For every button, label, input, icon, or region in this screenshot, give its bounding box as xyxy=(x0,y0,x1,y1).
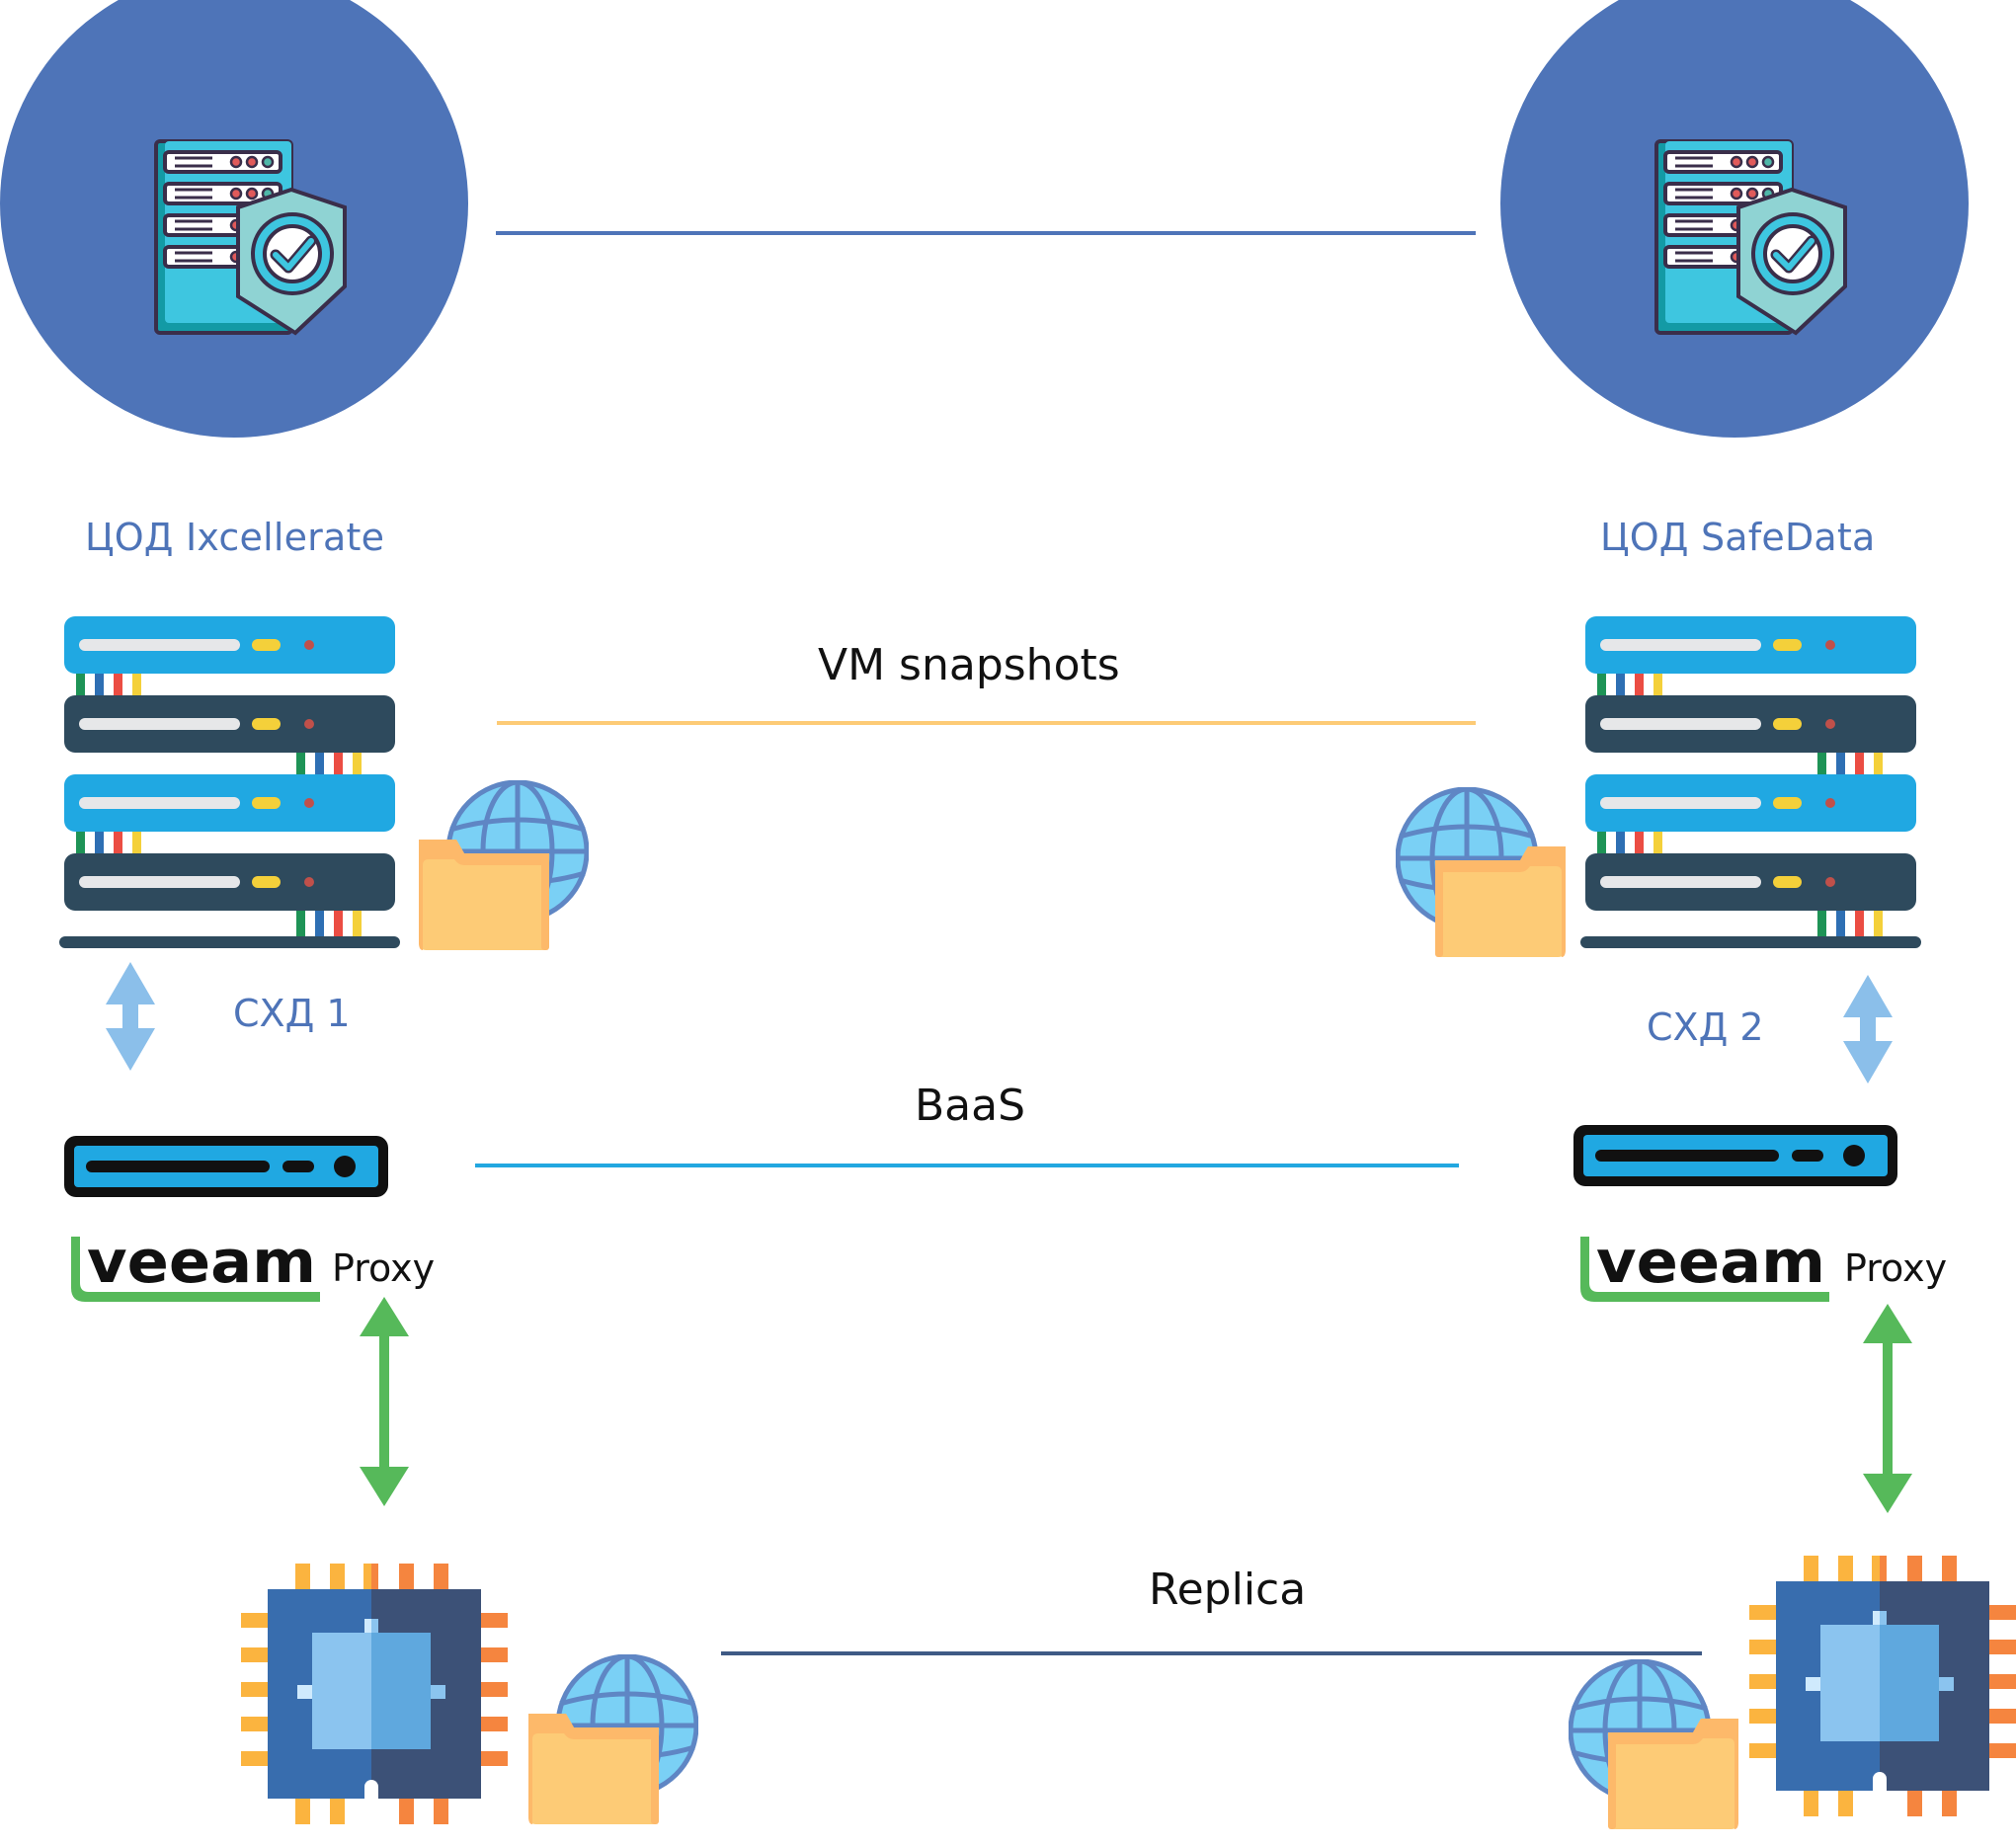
vm-snapshots-link-line xyxy=(497,721,1476,725)
storage-right-label: СХД 2 xyxy=(1647,1005,1764,1049)
datacenter-right-label: ЦОД SafeData xyxy=(1600,516,1876,559)
veeam-logo-right xyxy=(1576,1237,1833,1304)
compute-left-network-folder-icon xyxy=(528,1654,698,1824)
proxy-right-label: Proxy xyxy=(1844,1246,1948,1290)
datacenter-link-line xyxy=(496,231,1476,235)
storage-left-label: СХД 1 xyxy=(233,992,351,1035)
secure-server-icon xyxy=(153,138,351,336)
replica-label: Replica xyxy=(1149,1565,1307,1615)
proxy-left-label: Proxy xyxy=(332,1246,436,1290)
proxy-right-bidirectional-arrow-icon xyxy=(1863,1304,1912,1513)
datacenter-left-label: ЦОД Ixcellerate xyxy=(85,516,385,559)
storage-right-bidirectional-arrow-icon xyxy=(1843,975,1893,1084)
datacenter-left-node[interactable] xyxy=(0,0,468,438)
baas-link-line xyxy=(475,1164,1459,1167)
compute-left-cpu-chip-icon[interactable] xyxy=(241,1564,508,1824)
storage-left-bidirectional-arrow-icon xyxy=(106,962,155,1071)
veeam-logo-left xyxy=(67,1237,324,1304)
proxy-right-server-unit-icon[interactable] xyxy=(1571,1122,1900,1189)
vm-snapshots-label: VM snapshots xyxy=(818,640,1120,690)
replica-link-line xyxy=(721,1651,1702,1655)
storage-right-network-folder-icon xyxy=(1396,787,1566,957)
datacenter-right-node[interactable] xyxy=(1500,0,1969,438)
compute-right-network-folder-icon xyxy=(1569,1659,1738,1829)
storage-left-server-rack-icon[interactable] xyxy=(59,616,405,952)
baas-label: BaaS xyxy=(915,1081,1026,1131)
secure-server-icon xyxy=(1653,138,1851,336)
compute-right-cpu-chip-icon[interactable] xyxy=(1749,1556,2016,1816)
proxy-left-bidirectional-arrow-icon xyxy=(360,1297,409,1506)
proxy-left-server-unit-icon[interactable] xyxy=(61,1133,391,1200)
storage-left-network-folder-icon xyxy=(419,780,589,950)
storage-right-server-rack-icon[interactable] xyxy=(1580,616,1926,952)
